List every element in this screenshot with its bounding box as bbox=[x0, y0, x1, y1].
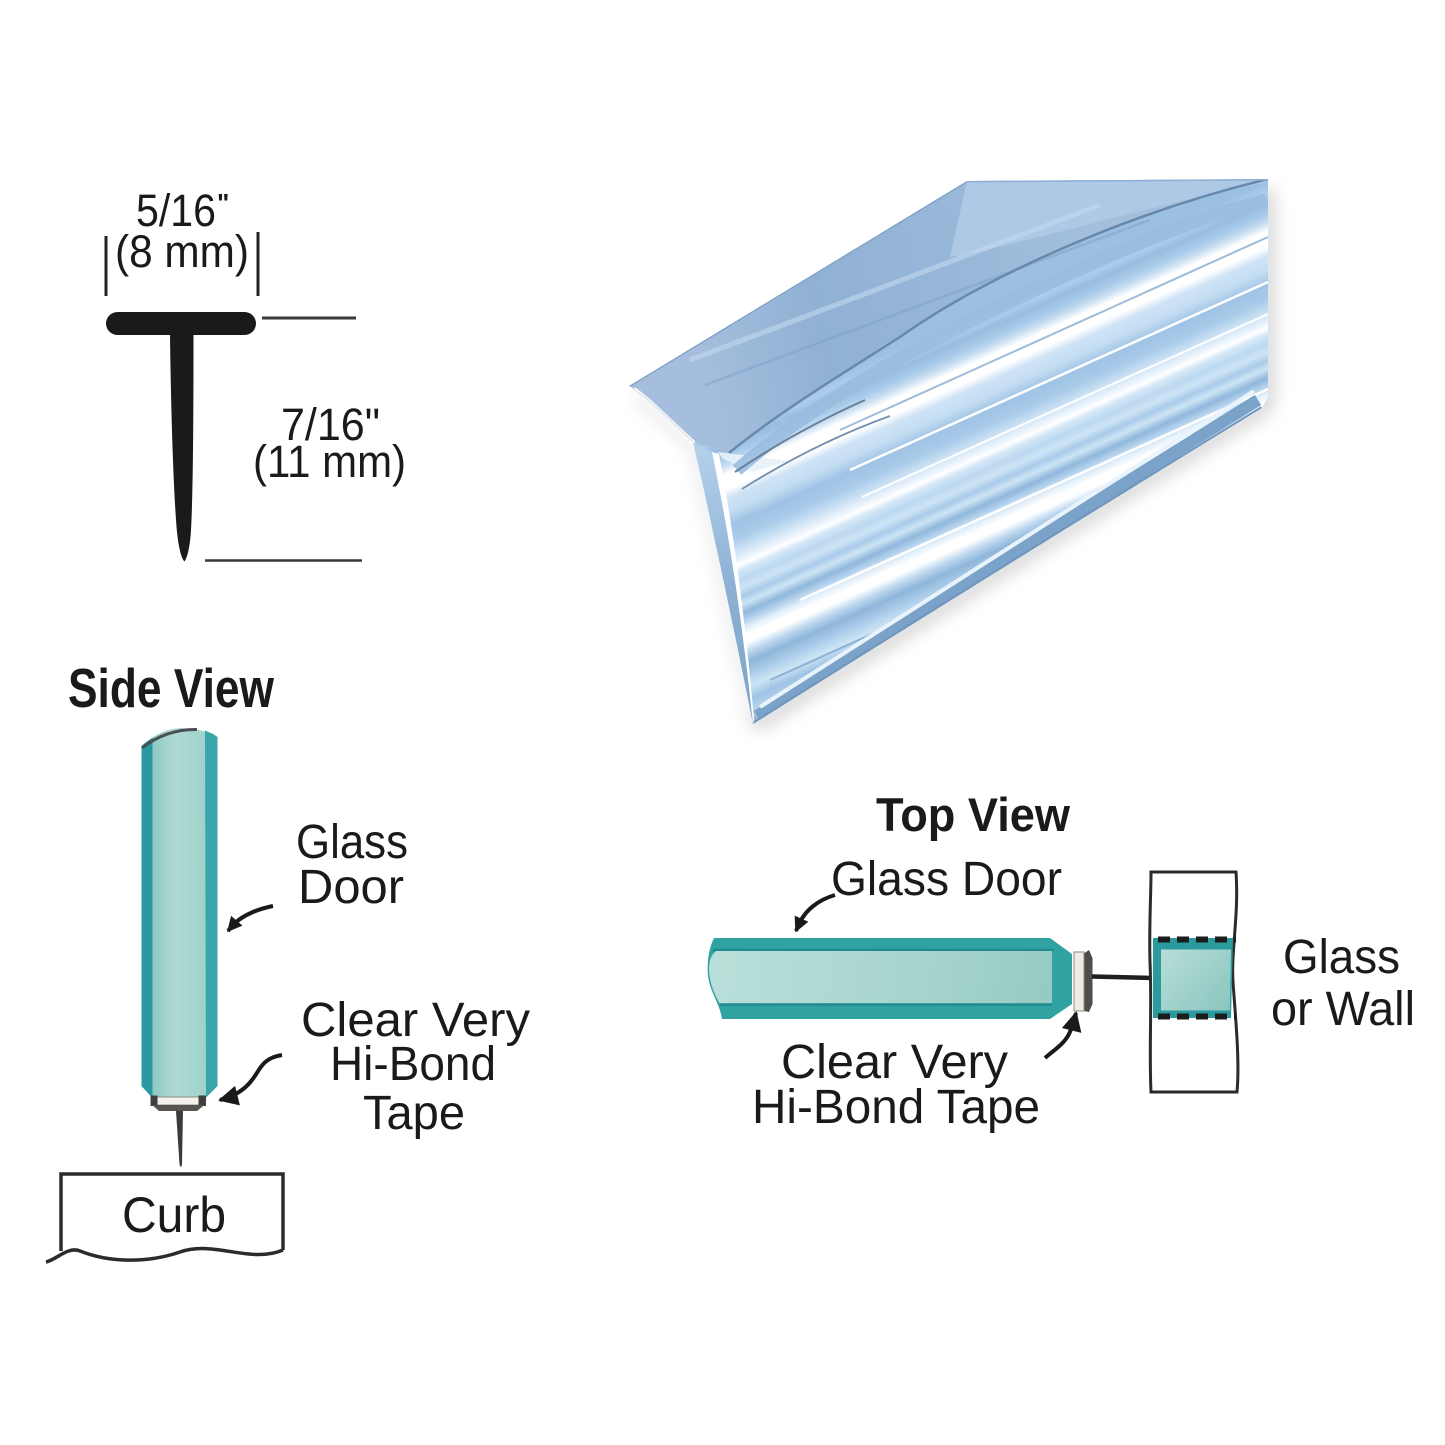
svg-text:Clear Very: Clear Very bbox=[301, 994, 530, 1047]
svg-text:Side View: Side View bbox=[68, 657, 274, 719]
svg-text:Hi-Bond Tape: Hi-Bond Tape bbox=[752, 1081, 1040, 1134]
svg-text:(11 mm): (11 mm) bbox=[253, 436, 406, 487]
svg-text:Glass: Glass bbox=[296, 816, 408, 869]
svg-text:7/16": 7/16" bbox=[281, 399, 380, 450]
svg-text:Hi-Bond: Hi-Bond bbox=[330, 1038, 496, 1091]
svg-text:": " bbox=[217, 188, 229, 218]
svg-text:Glass Door: Glass Door bbox=[831, 853, 1062, 906]
svg-text:Door: Door bbox=[298, 861, 404, 914]
svg-text:5/16: 5/16 bbox=[136, 185, 216, 236]
svg-text:Curb: Curb bbox=[122, 1187, 226, 1243]
svg-text:Clear Very: Clear Very bbox=[781, 1036, 1008, 1089]
svg-text:Glass: Glass bbox=[1283, 931, 1400, 984]
svg-text:or Wall: or Wall bbox=[1271, 983, 1415, 1036]
svg-text:(8 mm): (8 mm) bbox=[115, 226, 249, 277]
svg-text:Tape: Tape bbox=[363, 1087, 465, 1140]
svg-text:Top View: Top View bbox=[876, 788, 1070, 841]
